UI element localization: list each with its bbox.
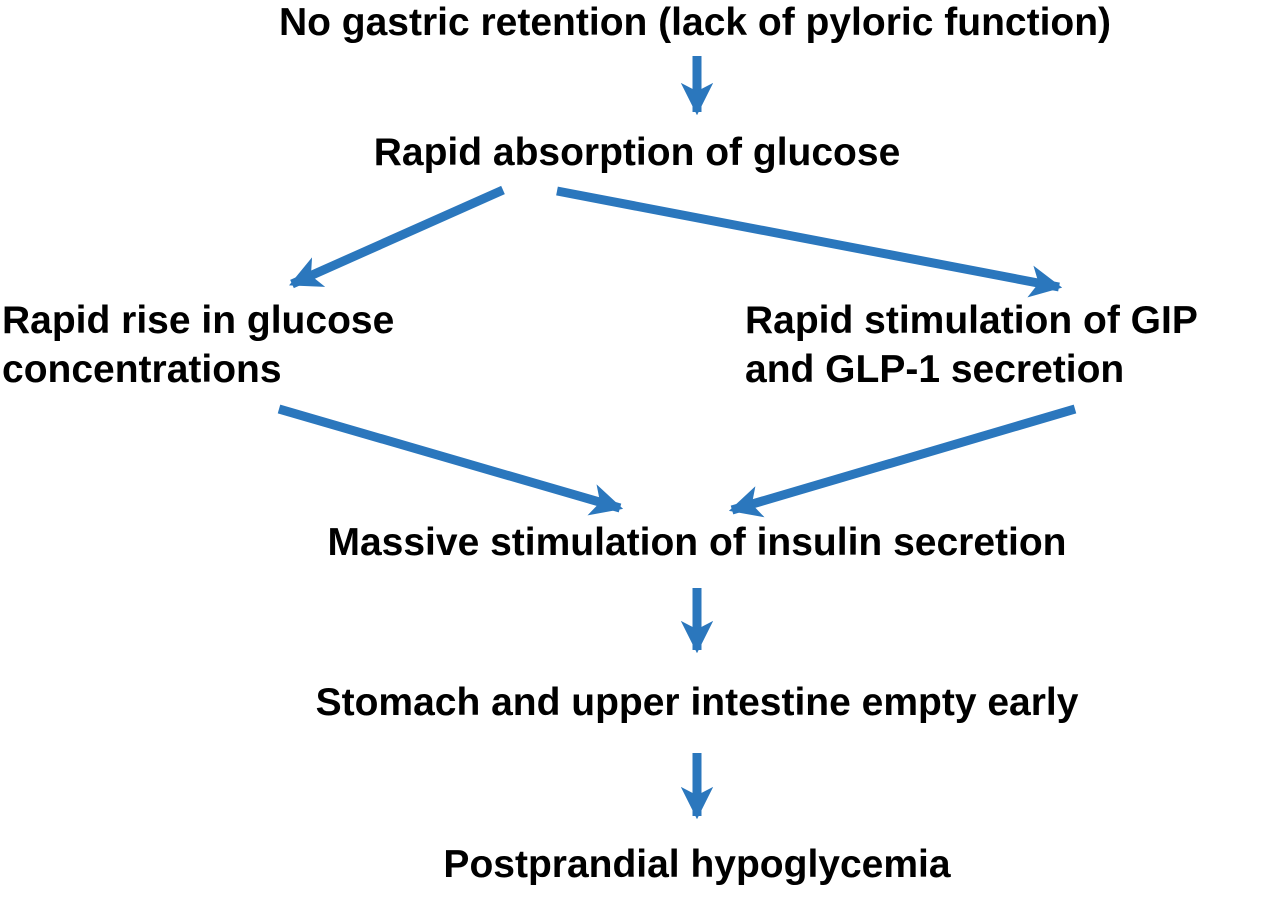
node-line: Rapid rise in glucose xyxy=(2,299,395,342)
arrow-rapid-absorption-to-rapid-rise xyxy=(289,185,505,289)
node-no-gastric-retention: No gastric retention (lack of pyloric fu… xyxy=(278,1,1112,44)
node-line: and GLP-1 secretion xyxy=(745,348,1125,391)
arrow-rapid-absorption-to-gip-glp1 xyxy=(556,186,1063,298)
node-stomach-and-upper-intestine-empty-early: Stomach and upper intestine empty early xyxy=(315,681,1079,724)
node-massive-stimulation-of-insulin-secretion: Massive stimulation of insulin secretion xyxy=(327,521,1067,564)
node-rapid-stimulation-of-gip-and-glp1-secretion: Rapid stimulation of GIP and GLP-1 secre… xyxy=(745,296,1198,394)
node-line: Rapid stimulation of GIP xyxy=(745,299,1198,342)
arrow-rapid-rise-to-massive-stimulation xyxy=(277,404,624,516)
arrow-gip-glp1-to-massive-stimulation xyxy=(728,404,1077,518)
node-rapid-absorption-of-glucose: Rapid absorption of glucose xyxy=(373,131,901,174)
node-line: concentrations xyxy=(2,348,282,391)
node-postprandial-hypoglycemia: Postprandial hypoglycemia xyxy=(443,843,951,886)
node-rapid-rise-in-glucose-concentrations: Rapid rise in glucose concentrations xyxy=(2,296,394,394)
